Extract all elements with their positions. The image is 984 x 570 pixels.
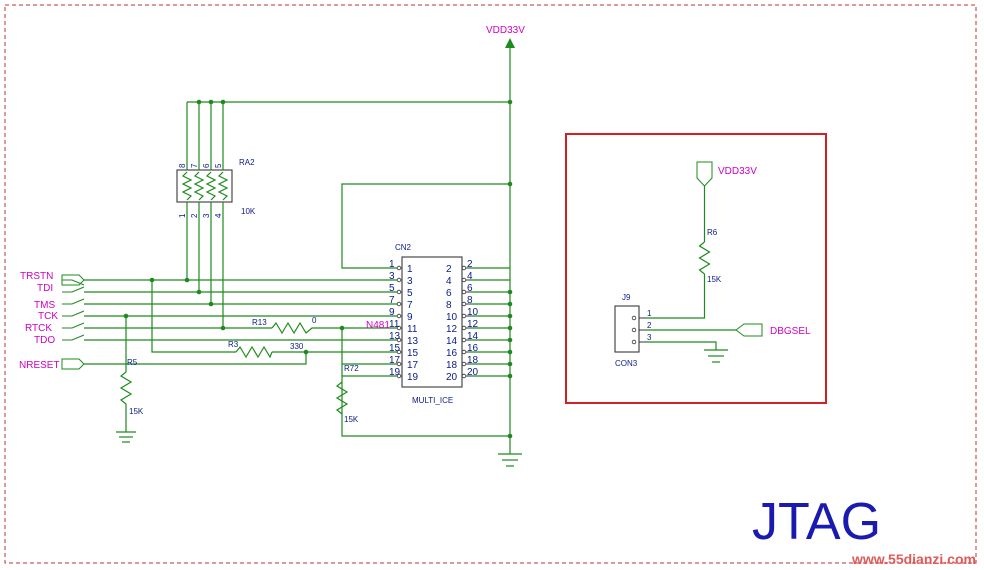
vdd-label: VDD33V [486, 25, 525, 36]
cn2-right-outer-pin: 10 [467, 307, 479, 318]
ground-j9 [704, 349, 728, 363]
cn2-left-inner-pin: 9 [407, 312, 413, 323]
cn2-right-outer-pin: 16 [467, 343, 479, 354]
cn2-right-inner-pin: 2 [446, 264, 452, 275]
cn2-right-outer-pin: 12 [467, 319, 479, 330]
jtag-title: JTAG [752, 493, 881, 551]
cn2-right-outer-pin: 6 [467, 283, 473, 294]
resistor-r5: R5 15K [119, 358, 144, 432]
net-tms: TMS [34, 300, 55, 311]
ra2-pin-3: 3 [202, 213, 211, 218]
net-nreset: NRESET [19, 360, 60, 371]
dbgsel-label: DBGSEL [770, 326, 811, 337]
ra2-value: 10K [241, 207, 256, 216]
ra2-pin-1: 1 [178, 213, 187, 218]
vdd-supply-top: VDD33V [486, 25, 525, 436]
j9-pin-2: 2 [647, 321, 652, 330]
cn2-left-inner-pin: 5 [407, 288, 413, 299]
cn2-left-outer-pin: 11 [389, 319, 400, 330]
r3-ref: R3 [228, 340, 239, 349]
cn2-right-outer-pin: 4 [467, 271, 473, 282]
resistor-array-ra2: RA2 10K 8 7 6 5 1 2 3 4 [176, 102, 256, 328]
watermark: www.55dianzi.com [851, 551, 976, 567]
r72-ref: R72 [344, 364, 359, 373]
cn2-right-outer-pin: 20 [467, 367, 479, 378]
connector-j9: J9 CON3 1 2 3 [614, 293, 652, 368]
resistor-r13: R13 0 [252, 316, 318, 335]
cn2-right-inner-pin: 16 [446, 348, 458, 359]
net-tdi: TDI [37, 283, 53, 294]
net-tdo: TDO [34, 335, 55, 346]
ra2-pin-7: 7 [190, 163, 199, 168]
ra2-ref: RA2 [239, 158, 255, 167]
cn2-left-outer-pin: 17 [389, 355, 401, 366]
j9-ref: J9 [622, 293, 631, 302]
connector-cn2: CN2 MULTI_ICE [395, 243, 463, 405]
cn2-left-outer-pin: 9 [389, 307, 395, 318]
net-trstn: TRSTN [20, 271, 53, 282]
net-tck: TCK [38, 311, 58, 322]
cn2-ref: CN2 [395, 243, 412, 252]
j9-pin-3: 3 [647, 333, 652, 342]
net-ports [61, 274, 85, 370]
highlight-box-j9 [565, 133, 827, 404]
ra2-pin-2: 2 [190, 213, 199, 218]
cn2-right-inner-pin: 18 [446, 360, 458, 371]
r5-ref: R5 [127, 358, 138, 367]
cn2-right-inner-pin: 20 [446, 372, 458, 383]
r13-ref: R13 [252, 318, 267, 327]
net-rtck: RTCK [25, 323, 52, 334]
n481-label: N481 [366, 320, 390, 331]
cn2-left-outer-pin: 7 [389, 295, 395, 306]
ground-cn2 [498, 453, 522, 467]
j9-name: CON3 [615, 359, 638, 368]
cn2-left-inner-pin: 1 [407, 264, 413, 275]
dbgsel-port: DBGSEL [735, 323, 811, 337]
ra2-pin-8: 8 [178, 163, 187, 168]
cn2-left-inner-pin: 19 [407, 372, 419, 383]
cn2-left-outer-pin: 15 [389, 343, 401, 354]
cn2-left-inner-pin: 17 [407, 360, 419, 371]
ra2-pin-6: 6 [202, 163, 211, 168]
cn2-right-outer-pin: 18 [467, 355, 479, 366]
cn2-left-outer-pin: 19 [389, 367, 401, 378]
cn2-right-inner-pin: 12 [446, 324, 458, 335]
r3-value: 330 [290, 342, 304, 351]
cn2-left-inner-pin: 11 [407, 324, 418, 335]
r72-value: 15K [344, 415, 359, 424]
cn2-right-inner-pin: 8 [446, 300, 452, 311]
vdd-right-label: VDD33V [718, 166, 757, 177]
cn2-left-outer-pin: 3 [389, 271, 395, 282]
cn2-right-inner-pin: 14 [446, 336, 458, 347]
cn2-right-outer-pin: 8 [467, 295, 473, 306]
ground-r5 [116, 431, 136, 443]
cn2-right-inner-pin: 4 [446, 276, 452, 287]
r6-ref: R6 [707, 228, 718, 237]
cn2-name: MULTI_ICE [412, 396, 453, 405]
page-border [4, 4, 977, 564]
j9-pin-1: 1 [647, 309, 652, 318]
cn2-right-inner-pin: 6 [446, 288, 452, 299]
ra2-pin-4: 4 [214, 213, 223, 218]
r13-value: 0 [312, 316, 317, 325]
r5-value: 15K [129, 407, 144, 416]
cn2-left-inner-pin: 15 [407, 348, 419, 359]
resistor-r3: R3 330 [228, 340, 304, 359]
cn2-right-inner-pin: 10 [446, 312, 458, 323]
cn2-left-outer-pin: 1 [389, 259, 395, 270]
ra2-pin-5: 5 [214, 163, 223, 168]
r6-value: 15K [707, 275, 722, 284]
cn2-right-outer-pin: 2 [467, 259, 473, 270]
cn2-left-inner-pin: 3 [407, 276, 413, 287]
cn2-left-inner-pin: 7 [407, 300, 413, 311]
resistor-r72: R72 15K [335, 364, 359, 424]
cn2-left-outer-pin: 13 [389, 331, 401, 342]
vdd-port-right: VDD33V [696, 161, 757, 187]
cn2-left-inner-pin: 13 [407, 336, 419, 347]
cn2-left-outer-pin: 5 [389, 283, 395, 294]
cn2-right-outer-pin: 14 [467, 331, 479, 342]
